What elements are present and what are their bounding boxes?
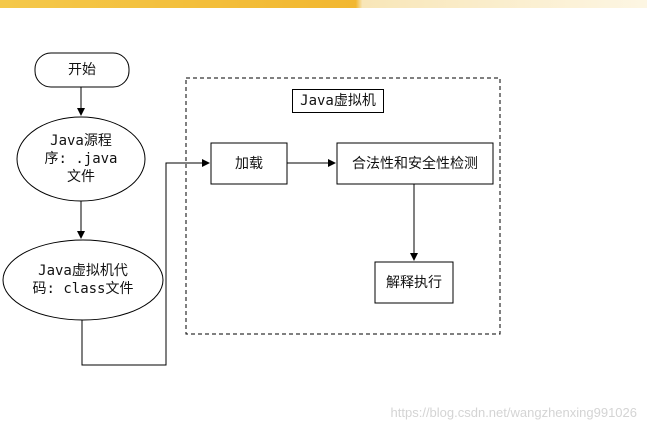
load-node: 加载 xyxy=(211,143,287,184)
start-node-shape xyxy=(34,52,130,88)
execute-node: 解释执行 xyxy=(375,262,453,303)
jvm-code-label-2: 码: class文件 xyxy=(32,281,134,297)
start-label: 开始 xyxy=(68,62,96,78)
check-label: 合法性和安全性检测 xyxy=(352,155,478,172)
jvm-code-label-1: Java虚拟机代 xyxy=(38,263,128,279)
check-node: 合法性和安全性检测 xyxy=(337,143,493,184)
jvm-code-node: Java虚拟机代 码: class文件 xyxy=(3,240,163,320)
top-accent-bar xyxy=(0,0,647,8)
watermark: https://blog.csdn.net/wangzhenxing991026 xyxy=(390,405,637,420)
java-source-label-1: Java源程 xyxy=(50,133,112,149)
execute-label: 解释执行 xyxy=(386,274,442,291)
start-node: 开始 xyxy=(35,53,129,87)
jvm-group-title: Java虚拟机 xyxy=(292,89,384,113)
execute-node-shape xyxy=(374,261,454,304)
java-source-label-3: 文件 xyxy=(67,169,95,185)
jvm-code-node-shape xyxy=(2,239,164,321)
jvm-group-border xyxy=(185,77,501,335)
check-node-shape xyxy=(336,142,494,185)
java-source-node: Java源程 序: .java 文件 xyxy=(17,117,145,201)
arrow-jvmcode-to-load xyxy=(81,159,210,366)
load-label: 加载 xyxy=(235,155,263,172)
java-source-label-2: 序: .java xyxy=(44,151,118,167)
